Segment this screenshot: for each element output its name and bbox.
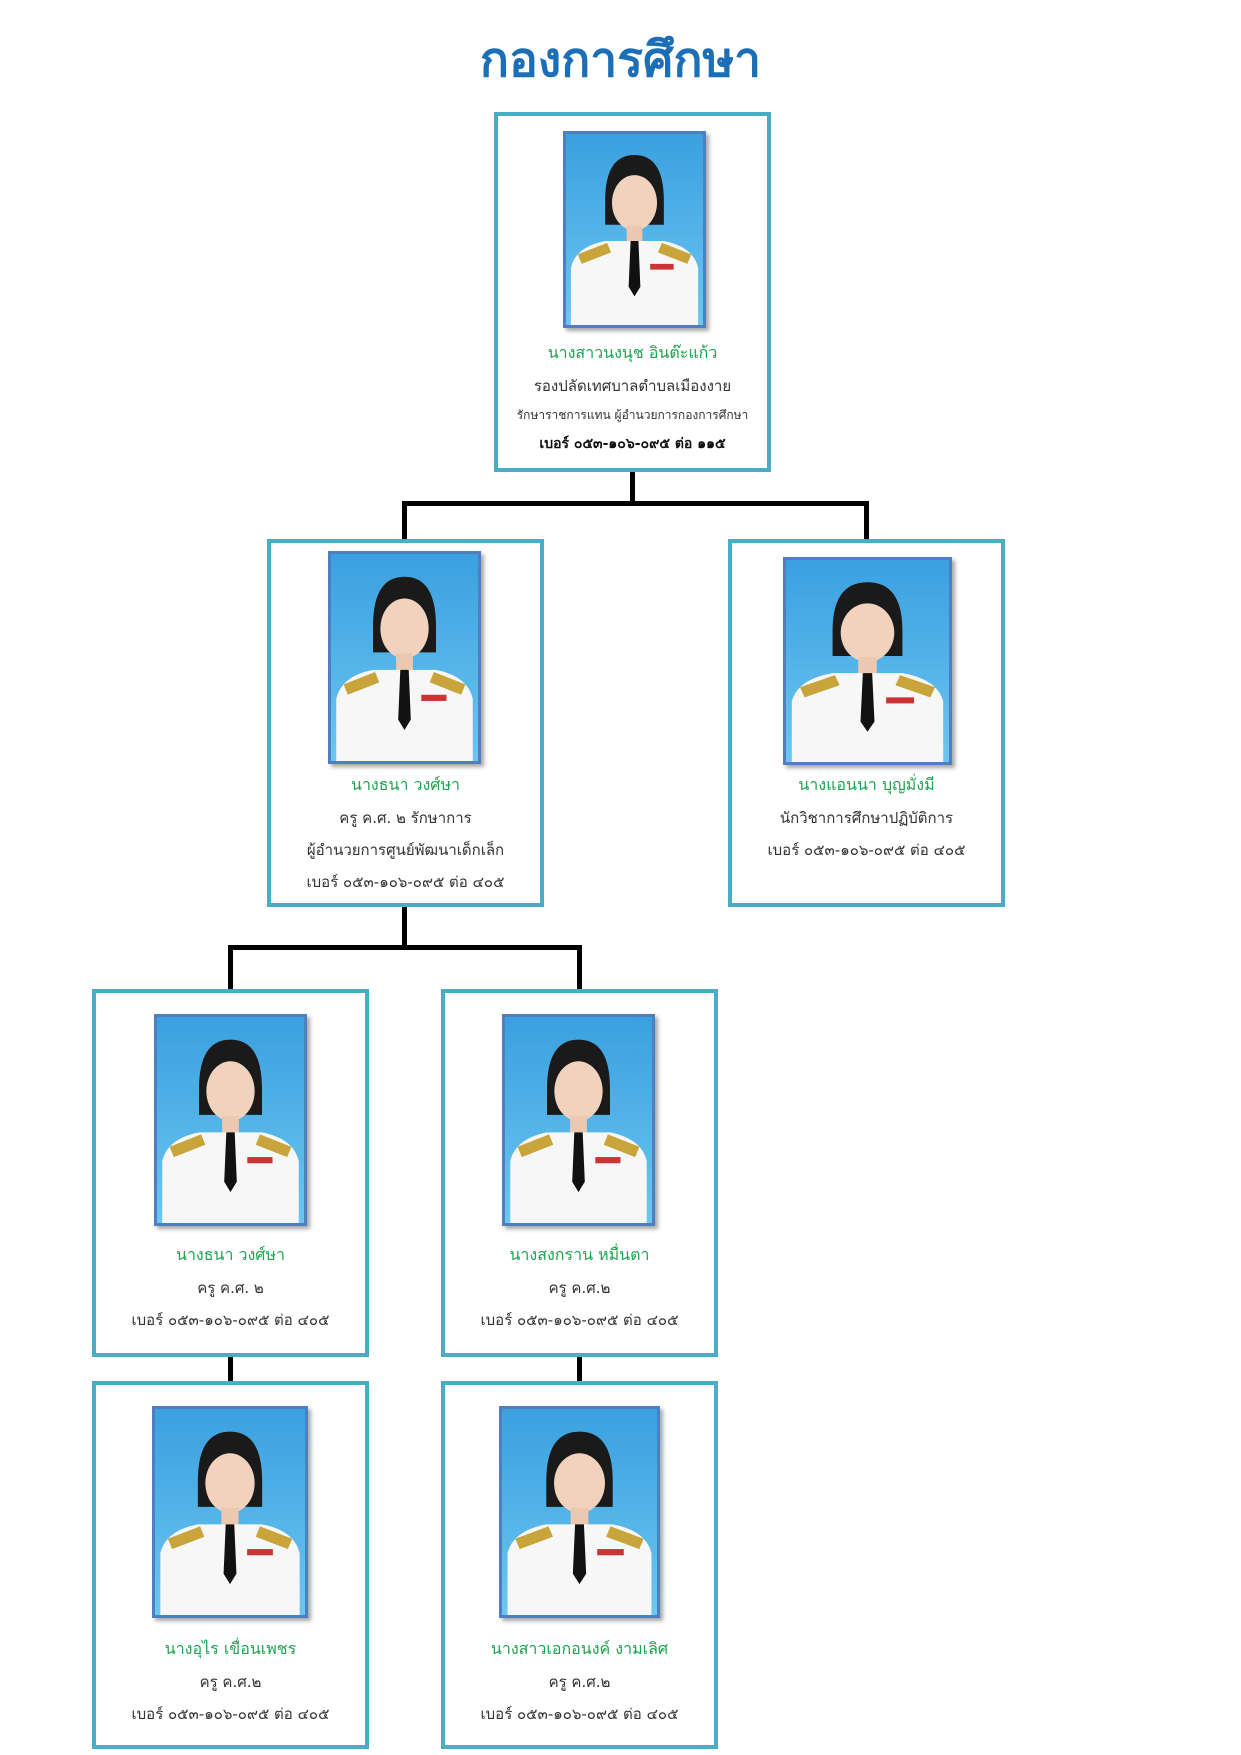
person-name: นางแอนนา บุญมั่งมี	[798, 775, 935, 794]
portrait-photo	[152, 1406, 308, 1618]
connector	[228, 945, 233, 991]
person-info: นางแอนนา บุญมั่งมีนักวิชาการศึกษาปฏิบัติ…	[732, 773, 1001, 862]
portrait-photo	[328, 551, 481, 764]
person-name: นางสาวเอกอนงค์ งามเลิศ	[490, 1639, 669, 1658]
connector	[402, 501, 407, 541]
position-title: ครู ค.ศ. ๒	[197, 1279, 264, 1297]
person-card: นางธนา วงศ์ษาครู ค.ศ. ๒เบอร์ ๐๕๓-๑๐๖-๐๙๕…	[92, 989, 369, 1357]
phone-number: เบอร์ ๐๕๓-๑๐๖-๐๙๕ ต่อ ๔๐๕	[131, 1705, 330, 1723]
person-card: นางสงกราน หมื่นตาครู ค.ศ.๒เบอร์ ๐๕๓-๑๐๖-…	[441, 989, 718, 1357]
portrait-photo	[502, 1014, 655, 1226]
person-name: นางธนา วงศ์ษา	[176, 1245, 285, 1264]
person-info: นางสาวนงนุช อินต๊ะแก้วรองปลัดเทศบาลตำบลเ…	[498, 341, 767, 455]
person-name: นางสงกราน หมื่นตา	[509, 1245, 650, 1264]
connector	[577, 945, 582, 991]
position-title: รองปลัดเทศบาลตำบลเมืองงาย	[533, 377, 732, 395]
person-card: นางแอนนา บุญมั่งมีนักวิชาการศึกษาปฏิบัติ…	[728, 539, 1005, 907]
connector	[864, 501, 869, 541]
connector	[228, 1357, 233, 1383]
person-card: นางอุไร เขื่อนเพชรครู ค.ศ.๒เบอร์ ๐๕๓-๑๐๖…	[92, 1381, 369, 1749]
connector	[630, 472, 635, 505]
person-card: นางธนา วงศ์ษาครู ค.ศ. ๒ รักษาการผู้อำนวย…	[267, 539, 544, 907]
person-info: นางธนา วงศ์ษาครู ค.ศ. ๒ รักษาการผู้อำนวย…	[271, 773, 540, 894]
portrait-photo	[783, 557, 952, 765]
phone-number: เบอร์ ๐๕๓-๑๐๖-๐๙๕ ต่อ ๔๐๕	[480, 1705, 679, 1723]
person-card: นางสาวเอกอนงค์ งามเลิศครู ค.ศ.๒เบอร์ ๐๕๓…	[441, 1381, 718, 1749]
connector	[402, 501, 869, 506]
person-info: นางสงกราน หมื่นตาครู ค.ศ.๒เบอร์ ๐๕๓-๑๐๖-…	[445, 1243, 714, 1332]
phone-number: เบอร์ ๐๕๓-๑๐๖-๐๙๕ ต่อ ๔๐๕	[480, 1311, 679, 1329]
position-title: ผู้อำนวยการศูนย์พัฒนาเด็กเล็ก	[306, 841, 505, 859]
position-title: นักวิชาการศึกษาปฏิบัติการ	[779, 809, 954, 827]
phone-number: เบอร์ ๐๕๓-๑๐๖-๐๙๕ ต่อ ๔๐๕	[131, 1311, 330, 1329]
portrait-photo	[563, 131, 706, 328]
person-info: นางสาวเอกอนงค์ งามเลิศครู ค.ศ.๒เบอร์ ๐๕๓…	[445, 1637, 714, 1726]
portrait-photo	[499, 1406, 660, 1618]
position-title: ครู ค.ศ.๒	[548, 1673, 611, 1691]
connector	[577, 1357, 582, 1383]
portrait-photo	[154, 1014, 307, 1226]
person-name: นางสาวนงนุช อินต๊ะแก้ว	[547, 343, 718, 362]
position-title: รักษาราชการแทน ผู้อำนวยการกองการศึกษา	[516, 408, 749, 422]
person-name: นางอุไร เขื่อนเพชร	[164, 1639, 297, 1658]
connector	[228, 945, 582, 950]
phone-number: เบอร์ ๐๕๓-๑๐๖-๐๙๕ ต่อ ๔๐๕	[306, 873, 505, 891]
page-title: กองการศึกษา	[479, 32, 762, 88]
person-info: นางธนา วงศ์ษาครู ค.ศ. ๒เบอร์ ๐๕๓-๑๐๖-๐๙๕…	[96, 1243, 365, 1332]
person-name: นางธนา วงศ์ษา	[351, 775, 460, 794]
phone-number: เบอร์ ๐๕๓-๑๐๖-๐๙๕ ต่อ ๑๑๕	[539, 436, 726, 452]
phone-number: เบอร์ ๐๕๓-๑๐๖-๐๙๕ ต่อ ๔๐๕	[767, 841, 966, 859]
position-title: ครู ค.ศ.๒	[548, 1279, 611, 1297]
person-card: นางสาวนงนุช อินต๊ะแก้วรองปลัดเทศบาลตำบลเ…	[494, 112, 771, 472]
connector	[402, 907, 407, 949]
position-title: ครู ค.ศ.๒	[199, 1673, 262, 1691]
person-info: นางอุไร เขื่อนเพชรครู ค.ศ.๒เบอร์ ๐๕๓-๑๐๖…	[96, 1637, 365, 1726]
position-title: ครู ค.ศ. ๒ รักษาการ	[339, 809, 472, 827]
